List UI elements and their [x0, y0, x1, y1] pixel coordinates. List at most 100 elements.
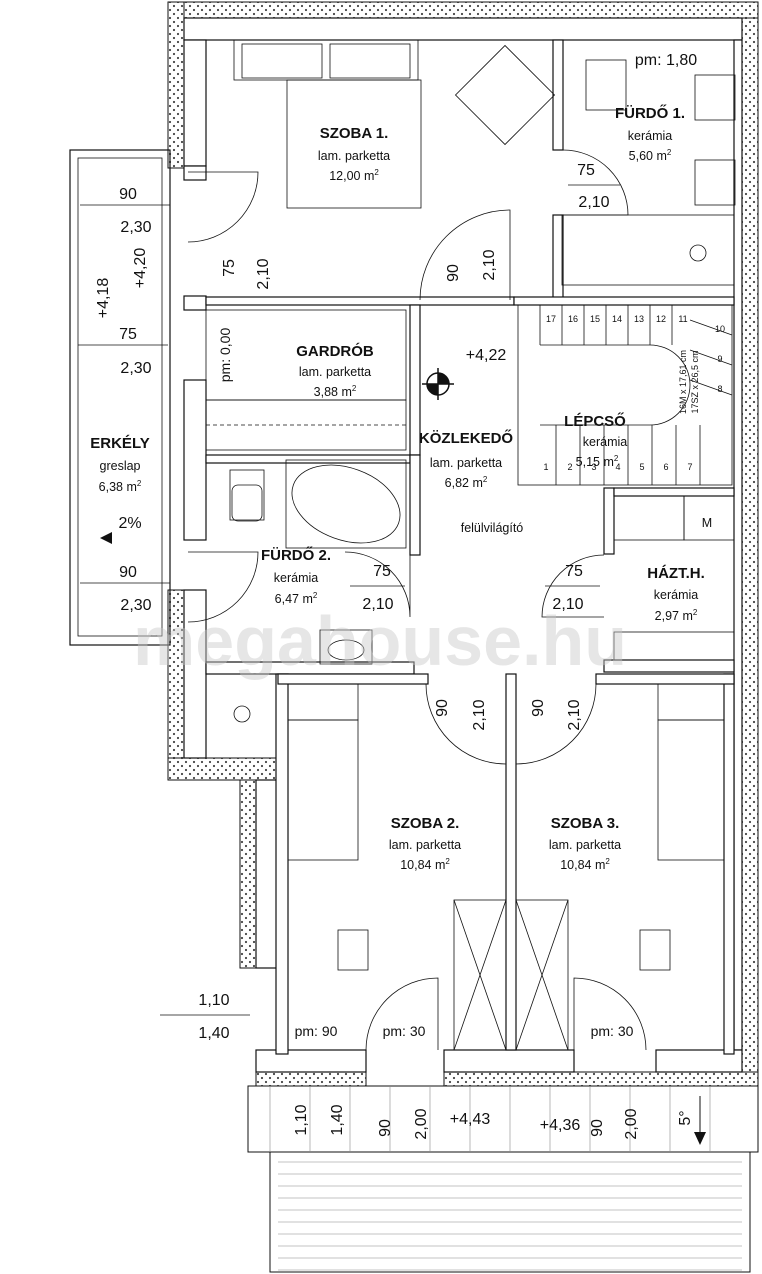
room-area: 5,15 m2	[576, 454, 619, 469]
stair-tread	[689, 379, 733, 396]
stair-spec: 17SZ x 26,5 cm	[690, 350, 700, 413]
dim-label: 2,10	[471, 699, 488, 730]
stair-step-number: 13	[634, 314, 644, 324]
stair-tread	[689, 319, 733, 336]
dim-label: 90	[119, 564, 137, 581]
level-label: +4,43	[450, 1111, 491, 1128]
room-floor: kerámia	[274, 571, 319, 585]
dim-label: 2,10	[578, 194, 609, 211]
room-area: 5,60 m2	[629, 148, 672, 163]
dim-label: 75	[577, 162, 595, 179]
slope-label: 2%	[118, 515, 141, 532]
room-floor: lam. parketta	[430, 456, 502, 470]
stair-step-number: 17	[546, 314, 556, 324]
stair-step-number: 1	[543, 462, 548, 472]
dim-label: 1,40	[329, 1104, 346, 1135]
pm-label: pm: 30	[383, 1023, 426, 1039]
dim-label: 2,30	[120, 219, 151, 236]
dimensions: 90 2,30 75 2,30 90 2,30 75 2,10 75 2,10 …	[80, 162, 640, 1140]
room-name: LÉPCSŐ	[564, 412, 626, 430]
room-furdo-1: FÜRDŐ 1. kerámia 5,60 m2	[615, 104, 685, 163]
dim-label: 1,40	[198, 1025, 229, 1042]
room-name: ERKÉLY	[90, 435, 149, 452]
dim-label: 2,30	[120, 597, 151, 614]
stair-tread	[689, 349, 733, 366]
room-area: 10,84 m2	[400, 857, 450, 872]
dim-label: 90	[377, 1119, 394, 1137]
dim-label: 1,10	[293, 1104, 310, 1135]
dim-label: 75	[565, 563, 583, 580]
meter-label: M	[702, 516, 712, 530]
dim-label: 2,10	[481, 249, 498, 280]
room-erkely: ERKÉLY greslap 6,38 m2	[90, 435, 149, 494]
balcony	[69, 149, 171, 646]
stair-step-number: 11	[678, 314, 687, 324]
dim-label: 2,10	[552, 596, 583, 613]
room-hazt: HÁZT.H. kerámia 2,97 m2	[647, 565, 705, 623]
room-area: 6,38 m2	[99, 479, 142, 494]
slope-label: 5°	[677, 1110, 694, 1125]
level-label: +4,36	[540, 1117, 581, 1134]
room-floor: kerámia	[654, 588, 699, 602]
stair-step-number: 7	[687, 462, 692, 472]
dim-label: 90	[530, 699, 547, 717]
outer-walls	[167, 1, 759, 1087]
room-floor: lam. parketta	[389, 838, 461, 852]
room-name: SZOBA 2.	[391, 815, 460, 832]
stair-step-number: 6	[663, 462, 668, 472]
room-gardrob: GARDRÓB lam. parketta 3,88 m2	[296, 342, 374, 399]
stair-step-number: 14	[612, 314, 622, 324]
pm-label: pm: 1,80	[635, 52, 697, 69]
interior-walls	[205, 39, 735, 1055]
room-floor: kerámia	[583, 435, 628, 449]
room-area: 2,97 m2	[655, 608, 698, 623]
room-floor: kerámia	[628, 129, 673, 143]
level-label: +4,18	[95, 278, 112, 319]
dim-label: 90	[119, 186, 137, 203]
dim-label: 75	[119, 326, 137, 343]
dim-label: 1,10	[198, 992, 229, 1009]
room-area: 6,82 m2	[445, 475, 488, 490]
watermark: megahouse.hu	[133, 602, 627, 680]
room-area: 6,47 m2	[275, 591, 318, 606]
stair-spec: 16M x 17,61 cm	[678, 350, 688, 414]
dim-label: 75	[373, 563, 391, 580]
dim-label: 2,00	[413, 1108, 430, 1139]
room-floor: lam. parketta	[299, 365, 371, 379]
room-name: FÜRDŐ 2.	[261, 546, 331, 564]
doors	[187, 149, 647, 1051]
dim-label: 2,10	[566, 699, 583, 730]
stair-step-number: 10	[715, 324, 725, 334]
stair-step-number: 2	[567, 462, 572, 472]
room-name: SZOBA 1.	[320, 125, 389, 142]
room-szoba-1: SZOBA 1. lam. parketta 12,00 m2	[318, 125, 390, 183]
dim-label: 90	[445, 264, 462, 282]
skylight-label: felülvilágító	[461, 521, 524, 535]
room-szoba-3: SZOBA 3. lam. parketta 10,84 m2	[549, 815, 621, 872]
room-kozlekedo: KÖZLEKEDŐ lam. parketta 6,82 m2	[419, 429, 514, 490]
room-name: GARDRÓB	[296, 342, 374, 360]
level-markers	[422, 368, 454, 400]
room-floor: greslap	[100, 459, 141, 473]
stair-step-number: 12	[656, 314, 666, 324]
dim-label: 2,00	[623, 1108, 640, 1139]
pm-label: pm: 30	[591, 1023, 634, 1039]
misc-labels: pm: 1,80 pm: 0,00 pm: 90 pm: 30 pm: 30 +…	[95, 52, 712, 1134]
bottom-terrace	[247, 1085, 759, 1273]
room-name: HÁZT.H.	[647, 565, 705, 582]
stair-step-number: 8	[717, 384, 722, 394]
level-label: +4,22	[466, 347, 507, 364]
dim-label: 2,10	[255, 258, 272, 289]
room-floor: lam. parketta	[549, 838, 621, 852]
stair-step-number: 15	[590, 314, 600, 324]
stair-step-number: 16	[568, 314, 578, 324]
room-area: 12,00 m2	[329, 168, 379, 183]
stair-step-number: 9	[717, 354, 722, 364]
stair-step-number: 4	[615, 462, 620, 472]
dim-label: 90	[589, 1119, 606, 1137]
room-szoba-2: SZOBA 2. lam. parketta 10,84 m2	[389, 815, 461, 872]
dim-label: 2,10	[362, 596, 393, 613]
room-name: FÜRDŐ 1.	[615, 104, 685, 122]
